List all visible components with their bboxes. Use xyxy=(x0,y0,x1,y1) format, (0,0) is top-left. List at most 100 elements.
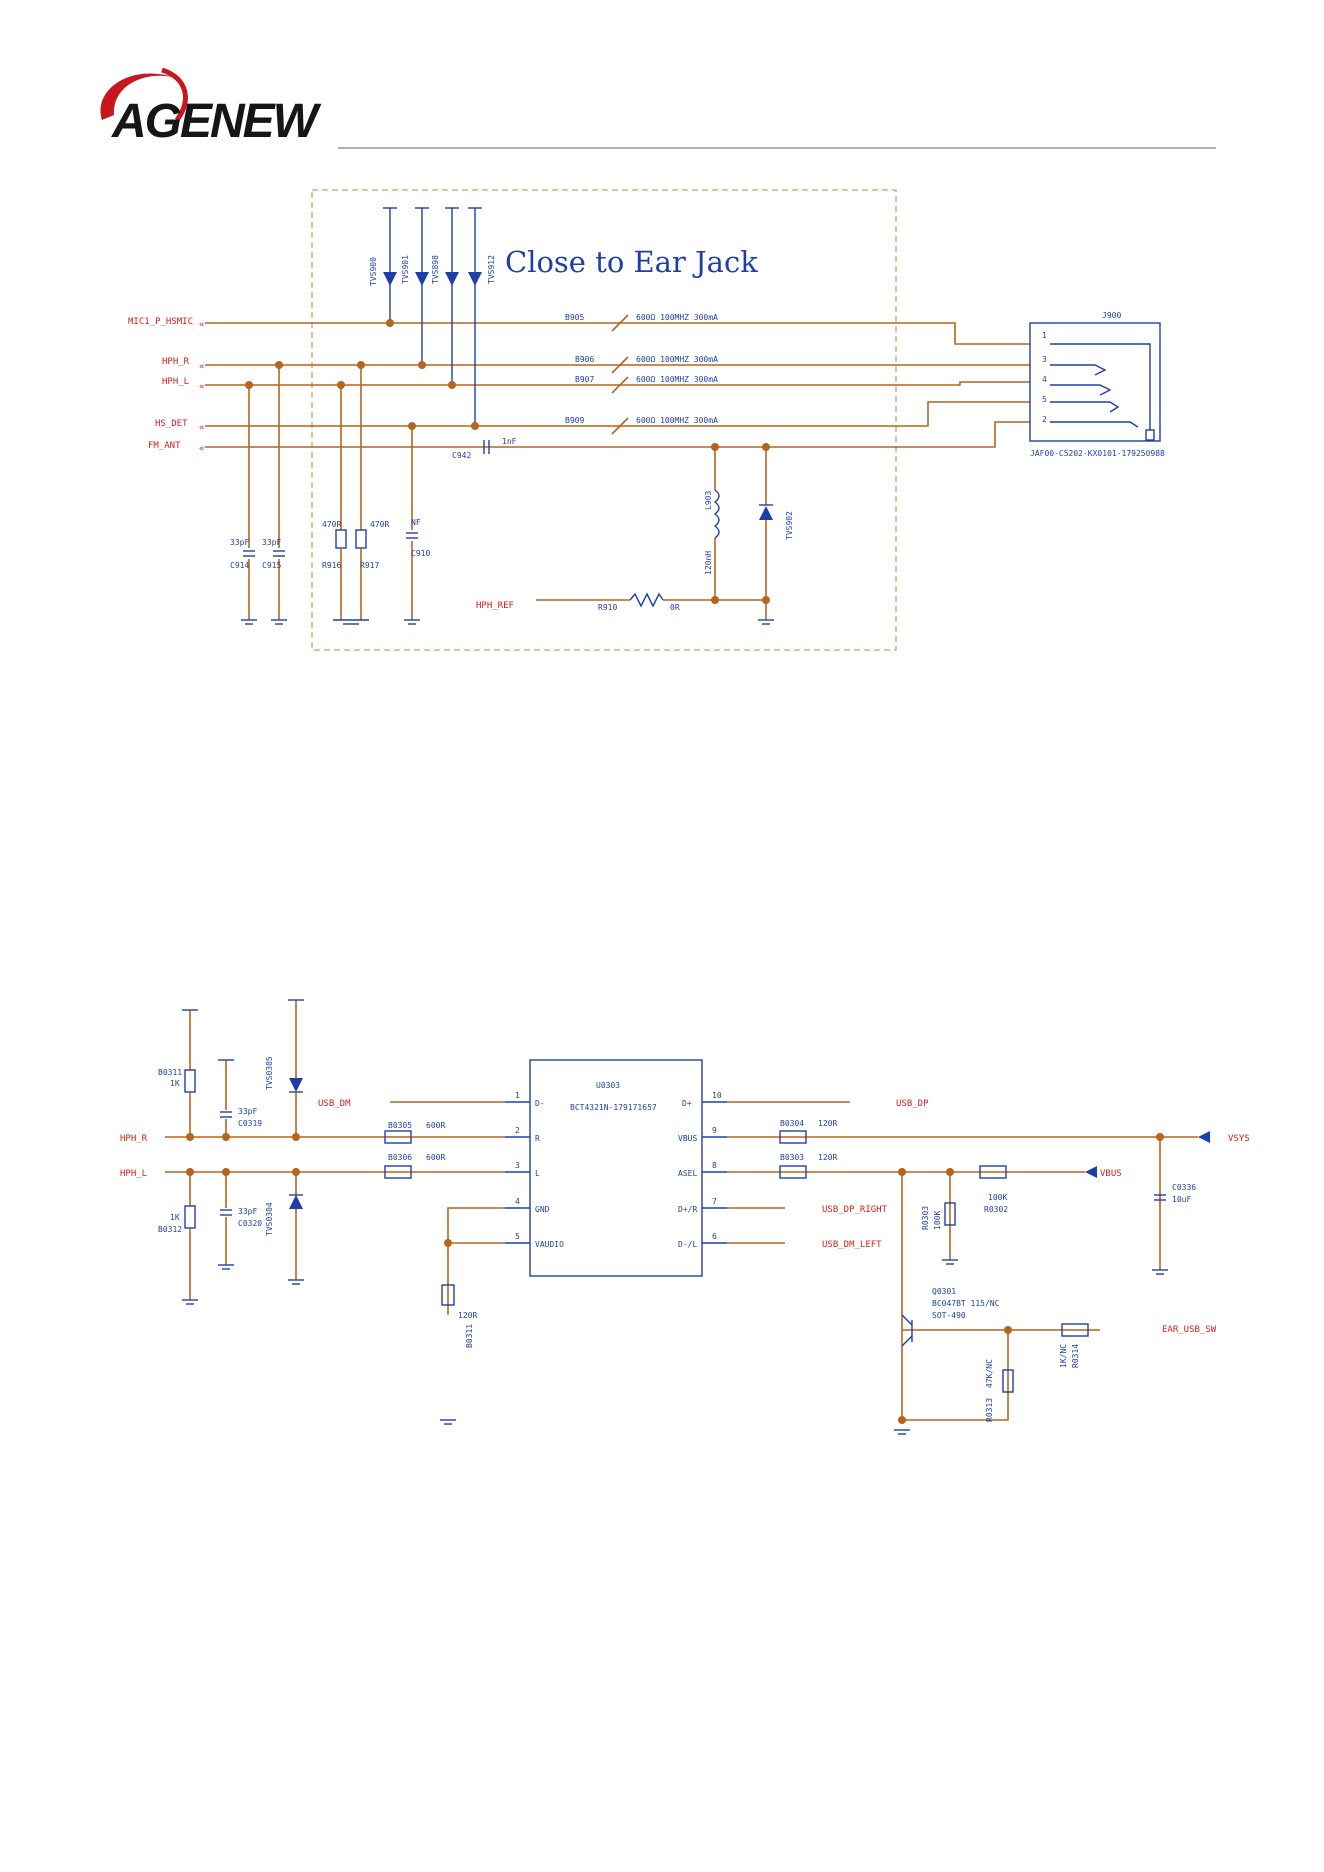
svg-text:600R: 600R xyxy=(426,1153,445,1162)
svg-text:«: « xyxy=(199,362,204,372)
resistor-r0314: 1K/NC R0314 xyxy=(1059,1323,1089,1368)
svg-text:3: 3 xyxy=(515,1161,520,1170)
svg-text:7: 7 xyxy=(712,1197,717,1206)
svg-text:5: 5 xyxy=(515,1232,520,1241)
net-label-mic1: MIC1_P_HSMIC xyxy=(128,317,193,327)
net-label-ear-usb-sw: EAR_USB_SW xyxy=(1162,1325,1217,1335)
svg-text:D-: D- xyxy=(535,1099,545,1108)
svg-text:R0313: R0313 xyxy=(985,1398,994,1422)
transistor-q0301: Q0301 BC047BT 115/NC SOT-490 xyxy=(901,1287,1000,1347)
net-label-vsys: VSYS xyxy=(1228,1134,1250,1144)
svg-text:C0319: C0319 xyxy=(238,1119,262,1128)
bead-b906: B906 600Ω 100MHZ 300mA xyxy=(575,355,718,374)
net-label-hph-r-2: HPH_R xyxy=(120,1134,148,1144)
svg-text:B0303: B0303 xyxy=(780,1153,804,1162)
svg-text:1nF: 1nF xyxy=(502,437,517,446)
svg-text:C942: C942 xyxy=(452,451,471,460)
resistor-r0302: 100K R0302 xyxy=(979,1165,1008,1214)
svg-text:ASEL: ASEL xyxy=(678,1169,697,1178)
svg-text:B907: B907 xyxy=(575,375,594,384)
net-label-usb-dp-right: USB_DP_RIGHT xyxy=(822,1205,888,1215)
svg-text:R910: R910 xyxy=(598,603,617,612)
svg-text:B0311: B0311 xyxy=(158,1068,182,1077)
svg-text:4: 4 xyxy=(515,1197,520,1206)
bead-b0311-120r: 120R B0311 xyxy=(441,1284,477,1348)
svg-text:R0314: R0314 xyxy=(1071,1344,1080,1368)
svg-text:D-/L: D-/L xyxy=(678,1240,697,1249)
logo: AGENEW xyxy=(112,95,318,148)
svg-text:C0320: C0320 xyxy=(238,1219,262,1228)
svg-text:C910: C910 xyxy=(411,549,430,558)
svg-text:1K/NC: 1K/NC xyxy=(1059,1344,1068,1368)
tvs-0304: TVS0304 xyxy=(265,1172,303,1280)
resistor-r916: 470R R916 xyxy=(322,385,347,620)
ear-jack-schematic: Close to Ear Jack MIC1_P_HSMIC HPH_R HPH… xyxy=(128,189,1165,651)
svg-text:R0302: R0302 xyxy=(984,1205,1008,1214)
ear-jack-zone-box xyxy=(311,189,897,651)
cap-c915: 33pF C915 xyxy=(262,365,285,620)
svg-text:«: « xyxy=(199,444,204,454)
svg-text:D+: D+ xyxy=(682,1099,692,1108)
svg-text:120R: 120R xyxy=(818,1153,837,1162)
svg-text:U0303: U0303 xyxy=(596,1081,620,1090)
svg-text:100K: 100K xyxy=(933,1211,942,1230)
svg-text:8: 8 xyxy=(712,1161,717,1170)
resistor-r0303: R0303 100K xyxy=(921,1202,956,1230)
svg-text:33pF: 33pF xyxy=(238,1107,257,1116)
svg-text:33pF: 33pF xyxy=(238,1207,257,1216)
svg-text:33pF: 33pF xyxy=(230,538,249,547)
svg-text:R0303: R0303 xyxy=(921,1206,930,1230)
svg-text:VBUS: VBUS xyxy=(678,1134,697,1143)
cap-c914: 33pF C914 xyxy=(230,385,255,620)
svg-text:C914: C914 xyxy=(230,561,249,570)
svg-text:600Ω 100MHZ 300mA: 600Ω 100MHZ 300mA xyxy=(636,313,718,322)
net-label-usb-dm: USB_DM xyxy=(318,1099,351,1109)
tvs-0305: TVS0305 xyxy=(265,1000,303,1137)
svg-text:C915: C915 xyxy=(262,561,281,570)
cap-c0319: 33pF C0319 xyxy=(220,1060,262,1137)
svg-text:«: « xyxy=(199,320,204,330)
svg-text:0R: 0R xyxy=(670,603,680,612)
svg-text:TVS0304: TVS0304 xyxy=(265,1202,274,1236)
svg-text:L903: L903 xyxy=(704,491,713,510)
vbus-arrow-icon xyxy=(1085,1166,1097,1178)
svg-text:1: 1 xyxy=(515,1091,520,1100)
bead-b0303: B0303 120R xyxy=(779,1153,837,1179)
svg-text:R916: R916 xyxy=(322,561,341,570)
net-label-hph-r: HPH_R xyxy=(162,357,190,367)
svg-text:600Ω 100MHZ 300mA: 600Ω 100MHZ 300mA xyxy=(636,416,718,425)
svg-text:600Ω 100MHZ 300mA: 600Ω 100MHZ 300mA xyxy=(636,355,718,364)
logo-swoosh-icon xyxy=(100,67,188,122)
resistor-r0313: R0313 47K/NC xyxy=(985,1359,1014,1422)
svg-text:100K: 100K xyxy=(988,1193,1007,1202)
net-label-fm-ant: FM_ANT xyxy=(148,441,181,451)
bead-b909: B909 600Ω 100MHZ 300mA xyxy=(565,416,718,435)
svg-text:470R: 470R xyxy=(322,520,341,529)
vsys-arrow-icon xyxy=(1198,1131,1210,1143)
svg-text:600Ω 100MHZ 300mA: 600Ω 100MHZ 300mA xyxy=(636,375,718,384)
svg-text:D+/R: D+/R xyxy=(678,1205,697,1214)
svg-text:TVS902: TVS902 xyxy=(785,511,794,540)
page-header: AGENEW xyxy=(0,0,1324,160)
svg-text:6: 6 xyxy=(712,1232,717,1241)
ic-u0303: U0303 BCT4321N-179171657 1D- 2R 3L 4GND … xyxy=(505,1059,727,1277)
usb-audio-switch-schematic: U0303 BCT4321N-179171657 1D- 2R 3L 4GND … xyxy=(120,999,1250,1435)
svg-text:SOT-490: SOT-490 xyxy=(932,1311,966,1320)
svg-text:JAF00-C5202-KX0101-179250988: JAF00-C5202-KX0101-179250988 xyxy=(1030,449,1165,458)
svg-text:B0306: B0306 xyxy=(388,1153,412,1162)
svg-text:«: « xyxy=(199,382,204,392)
svg-text:1: 1 xyxy=(1042,331,1047,340)
net-label-hs-det: HS_DET xyxy=(155,419,188,429)
resistor-r910: R910 0R xyxy=(536,592,766,612)
bead-b0306: B0306 600R xyxy=(384,1153,445,1179)
svg-text:Q0301: Q0301 xyxy=(932,1287,956,1296)
svg-text:1K: 1K xyxy=(170,1079,180,1088)
svg-text:R: R xyxy=(535,1134,540,1143)
svg-text:9: 9 xyxy=(712,1126,717,1135)
svg-text:5: 5 xyxy=(1042,395,1047,404)
svg-text:R917: R917 xyxy=(360,561,379,570)
svg-text:47K/NC: 47K/NC xyxy=(985,1359,994,1388)
